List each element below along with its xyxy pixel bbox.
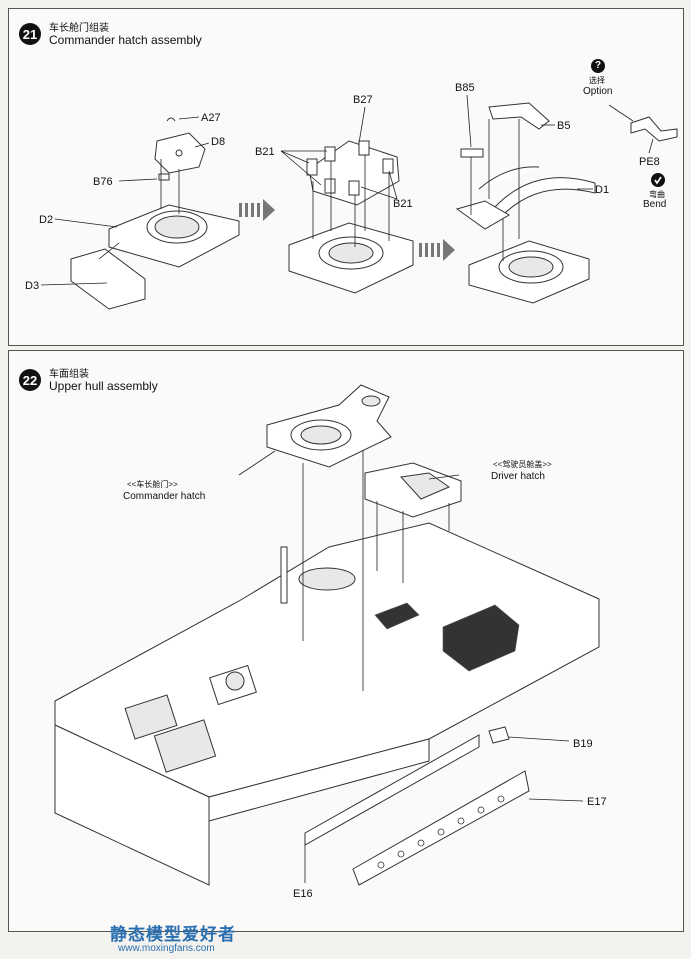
step-22-badge: 22: [19, 369, 41, 391]
step-21-title-cn: 车长舱门组装: [49, 23, 109, 34]
commander-callout-cn: <<车长舱门>>: [127, 480, 178, 489]
step-21-diagram: A27 D8 B76 D2 D3: [25, 82, 678, 310]
driver-callout-cn: <<驾驶员舱盖>>: [493, 460, 552, 469]
part-b85: [460, 148, 484, 158]
label-d1: D1: [595, 184, 609, 196]
label-b76: B76: [93, 176, 113, 188]
bracket-b5: [488, 102, 550, 130]
step-21-panel: 21 车长舱门组装 Commander hatch assembly A27 D…: [8, 8, 684, 346]
label-b19: B19: [573, 738, 593, 750]
label-d8: D8: [211, 136, 225, 148]
step-22-panel: 22 车面组装 Upper hull assembly: [8, 350, 684, 932]
label-b85: B85: [455, 82, 475, 94]
driver-hatch-part: [364, 462, 462, 518]
part-b19: [488, 726, 510, 744]
step-21-badge: 21: [19, 23, 41, 45]
step-22-diagram: B19 E17 E16: [54, 384, 607, 900]
side-rail-e17: [352, 770, 530, 886]
step-22-title-cn: 车面组装: [49, 369, 89, 380]
label-b5: B5: [557, 120, 570, 132]
option-label-en: Option: [583, 86, 613, 97]
hatch-base-d2: [108, 204, 240, 268]
engine-grille-small: [374, 602, 420, 630]
bend-label-en: Bend: [643, 199, 667, 210]
label-b27: B27: [353, 94, 373, 106]
hatch-ring-b27: [306, 140, 400, 206]
bend-label-cn: 弯曲: [649, 190, 665, 199]
arrow-step-2: [419, 239, 455, 261]
option-icon: ?: [591, 59, 605, 73]
shield-d1: [478, 166, 596, 216]
driver-callout-en: Driver hatch: [491, 471, 545, 482]
step-21-title-en: Commander hatch assembly: [49, 33, 202, 47]
part-d3: [70, 248, 146, 310]
watermark: 静态模型爱好者 www.moxingfans.com: [0, 912, 691, 959]
step-22-title-en: Upper hull assembly: [49, 379, 158, 393]
watermark-url: www.moxingfans.com: [118, 943, 215, 954]
final-hatch-assembly: [455, 200, 590, 304]
side-rail-e16: [304, 734, 480, 846]
commander-callout-en: Commander hatch: [123, 491, 206, 502]
bend-icon: [651, 173, 665, 187]
arrow-step-1: [239, 199, 275, 221]
label-e17: E17: [587, 796, 607, 808]
pe8-strip: [630, 116, 678, 142]
label-b21-left: B21: [255, 146, 275, 158]
watermark-site-name: 静态模型爱好者: [110, 925, 236, 944]
option-label-cn: 选择: [589, 76, 605, 85]
label-a27: A27: [201, 112, 221, 124]
part-b76: [158, 173, 170, 181]
label-d3: D3: [25, 280, 39, 292]
engine-grille-large: [442, 604, 520, 672]
hatch-lid-d8: [154, 117, 206, 174]
label-b21-right: B21: [393, 198, 413, 210]
commander-hatch-part: [266, 384, 392, 468]
label-e16: E16: [293, 888, 313, 900]
label-pe8: PE8: [639, 156, 660, 168]
upper-hull-body: [54, 522, 600, 886]
label-d2: D2: [39, 214, 53, 226]
hatch-base-assembled: [288, 222, 414, 294]
